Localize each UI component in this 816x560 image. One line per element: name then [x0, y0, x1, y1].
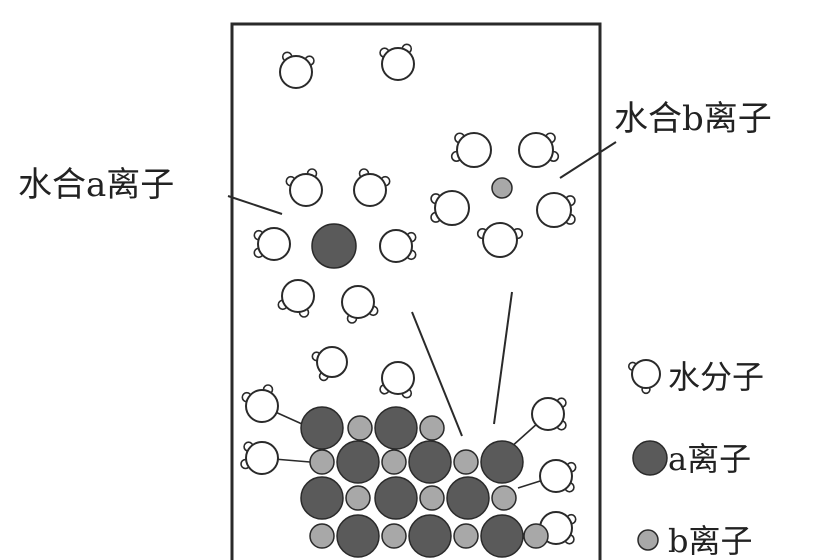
lattice-a-ion	[374, 476, 418, 520]
lattice-a-ion	[446, 476, 490, 520]
legend: 水分子 a离子 b离子	[627, 358, 764, 560]
water-molecule	[379, 43, 415, 81]
hydrated-b-ion	[491, 177, 513, 199]
oxygen-atom	[257, 227, 291, 261]
lattice-a-ion	[300, 406, 344, 450]
lattice-a-ion	[480, 440, 524, 484]
oxygen-atom	[245, 389, 279, 423]
oxygen-atom	[631, 359, 661, 389]
hydrated-a-water	[353, 168, 391, 207]
lattice-a-ion	[336, 514, 380, 558]
oxygen-atom	[456, 132, 492, 168]
container	[230, 22, 602, 560]
lattice-b-ion	[491, 485, 517, 511]
dissolution-line-a	[411, 311, 463, 437]
lattice-b-ion	[419, 485, 445, 511]
lattice-a-ion	[480, 514, 524, 558]
legend-ion-a-icon	[632, 440, 668, 476]
legend-ion-b-icon	[637, 529, 659, 551]
hydrated-a-ion	[311, 223, 357, 269]
oxygen-atom	[381, 361, 415, 395]
oxygen-atom	[353, 173, 387, 207]
label-hydrated-b: 水合b离子	[614, 99, 772, 139]
hydrated-a-water	[379, 229, 417, 263]
lattice-a-ion	[408, 440, 452, 484]
water-molecule	[279, 51, 315, 89]
label-hydrated-a: 水合a离子	[18, 165, 174, 205]
hydrated-b-water	[430, 190, 470, 226]
hydrated-a-water	[341, 285, 379, 324]
lattice-b-ion	[453, 449, 479, 475]
water-molecules	[240, 43, 577, 545]
legend-ion-b-label: b离子	[668, 522, 753, 560]
oxygen-atom	[531, 397, 565, 431]
hydrated-b-water	[536, 192, 576, 228]
water-molecule	[311, 346, 348, 382]
surface-water	[539, 459, 577, 493]
leader-hydrated-a	[227, 195, 283, 215]
surface-water	[531, 397, 567, 431]
dissolution-line-b	[493, 291, 513, 425]
oxygen-atom	[341, 285, 375, 319]
lattice-b-ion	[523, 523, 549, 549]
oxygen-atom	[381, 47, 415, 81]
oxygen-atom	[316, 346, 348, 378]
oxygen-atom	[434, 190, 470, 226]
lattice-a-ion	[374, 406, 418, 450]
oxygen-atom	[279, 55, 313, 89]
hydrated-a-water	[285, 168, 323, 207]
oxygen-atom	[536, 192, 572, 228]
lattice-b-ion	[309, 449, 335, 475]
ions	[300, 177, 549, 558]
oxygen-atom	[289, 173, 323, 207]
surface-water	[241, 384, 279, 423]
lattice-b-ion	[419, 415, 445, 441]
surface-water	[240, 441, 279, 475]
oxygen-atom	[245, 441, 279, 475]
lattice-b-ion	[345, 485, 371, 511]
legend-water-label: 水分子	[668, 358, 764, 396]
oxygen-atom	[482, 222, 518, 258]
leader-hydrated-b	[559, 141, 617, 179]
legend-ion-a-label: a离子	[668, 440, 751, 478]
legend-water-molecule	[627, 359, 661, 395]
water-molecule	[379, 361, 415, 399]
lattice-b-ion	[453, 523, 479, 549]
oxygen-atom	[281, 279, 315, 313]
lattice-b-ion	[309, 523, 335, 549]
hydrated-b-water	[518, 132, 560, 168]
oxygen-atom	[539, 459, 573, 493]
oxygen-atom	[379, 229, 413, 263]
hydrated-b-water	[476, 222, 524, 258]
lattice-b-ion	[381, 449, 407, 475]
hydrated-b-water	[450, 132, 492, 168]
hydrated-a-water	[253, 227, 291, 261]
hydrated-a-water	[277, 279, 315, 318]
legend-water-icon	[627, 359, 661, 395]
lattice-a-ion	[408, 514, 452, 558]
oxygen-atom	[518, 132, 554, 168]
lattice-b-ion	[381, 523, 407, 549]
lattice-a-ion	[336, 440, 380, 484]
lattice-a-ion	[300, 476, 344, 520]
lattice-b-ion	[347, 415, 373, 441]
